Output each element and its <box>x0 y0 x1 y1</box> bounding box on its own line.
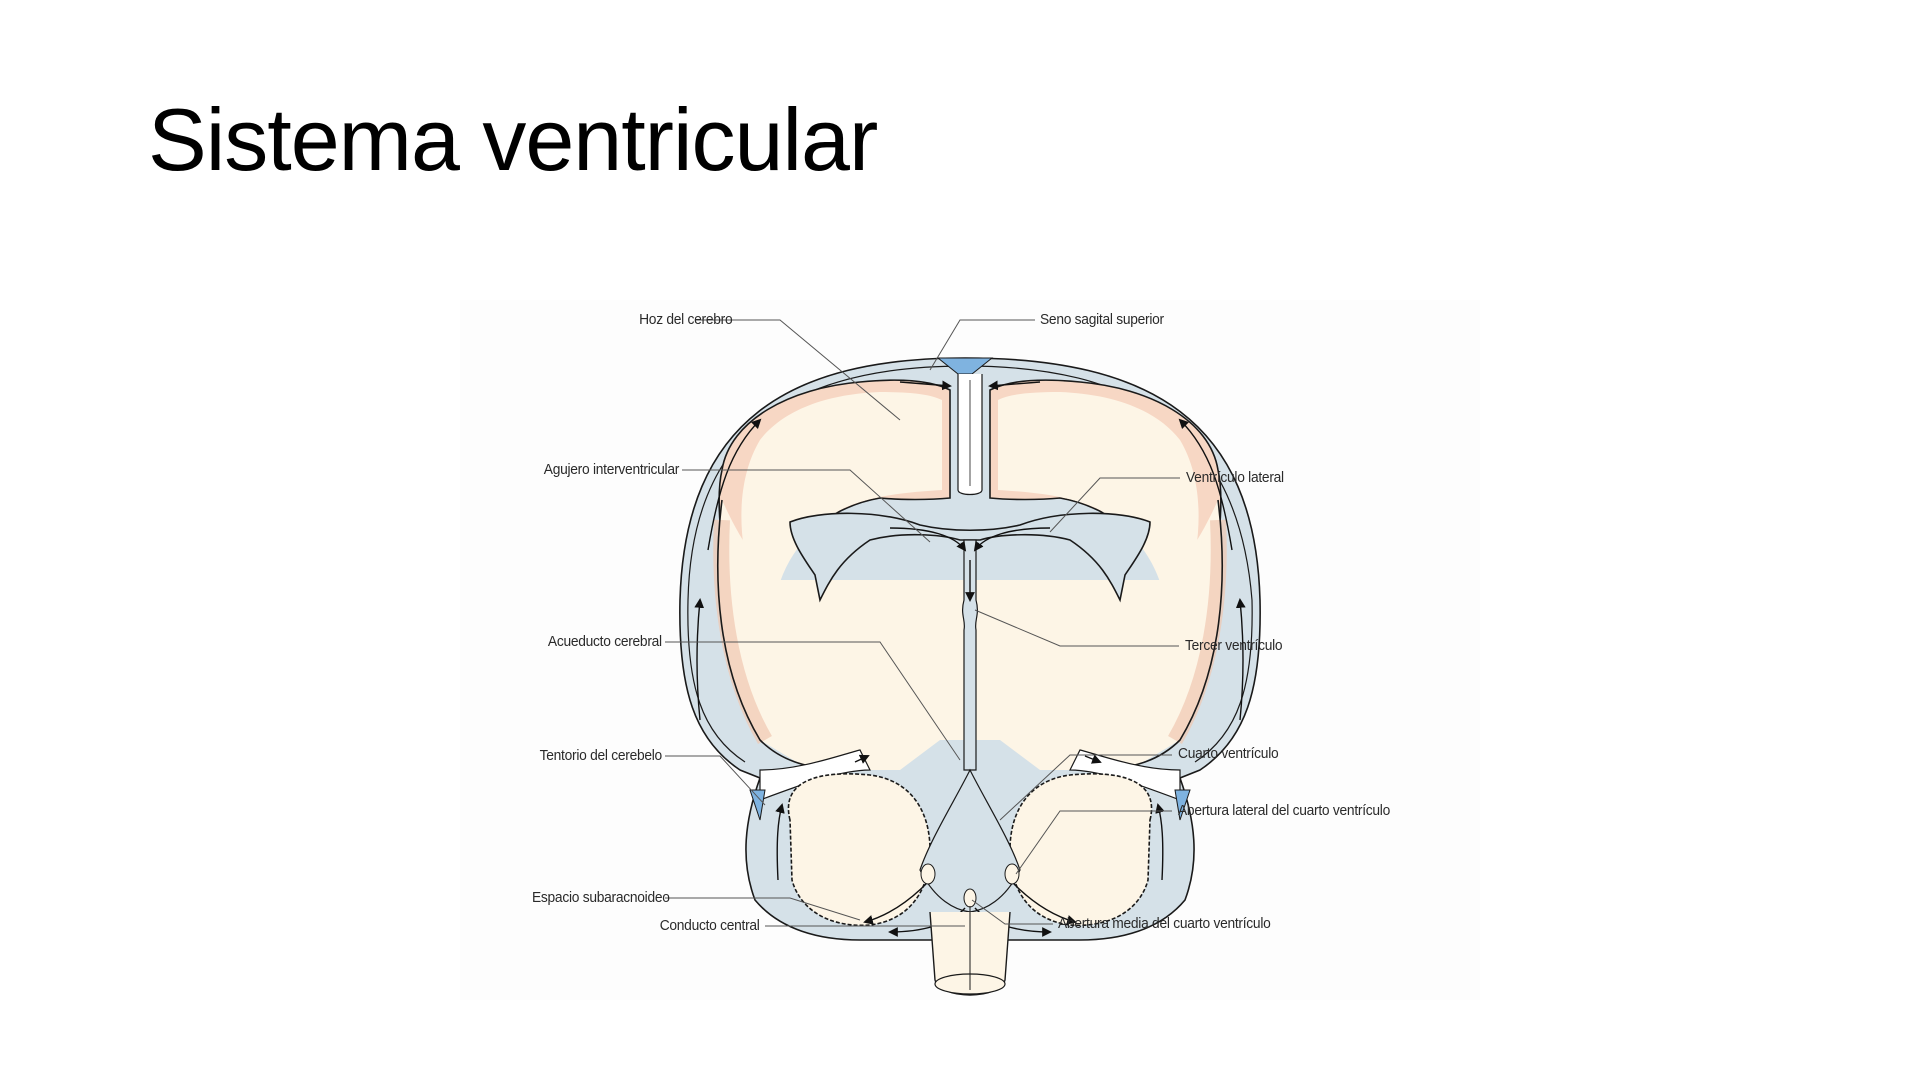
slide-title: Sistema ventricular <box>148 90 878 189</box>
label-conducto-central: Conducto central <box>660 917 760 934</box>
label-seno-sagital-superior: Seno sagital superior <box>1040 311 1164 328</box>
label-tentorio-del-cerebelo: Tentorio del cerebelo <box>539 747 663 764</box>
cerebellum-right <box>1009 773 1153 927</box>
label-ventriculo-lateral: Ventrículo lateral <box>1186 469 1284 486</box>
leader-lines <box>665 319 1180 927</box>
label-agujero-interventricular: Agujero interventricular <box>543 461 680 478</box>
label-hoz-del-cerebro: Hoz del cerebro <box>638 311 733 328</box>
label-tercer-ventriculo: Tercer ventrículo <box>1185 637 1283 654</box>
brain-coronal-section-illustration <box>665 319 1261 996</box>
lateral-ventricle <box>789 512 1151 603</box>
tentorium-cerebelli <box>759 749 871 801</box>
label-abertura-lateral-cuarto-ventriculo: Abertura lateral del cuarto ventrículo <box>1178 802 1390 819</box>
label-abertura-media-cuarto-ventriculo: Abertura media del cuarto ventrículo <box>1058 915 1271 932</box>
cerebellum-left <box>787 773 931 927</box>
label-espacio-subaracnoideo: Espacio subaracnoideo <box>532 889 670 906</box>
label-acueducto-cerebral: Acueducto cerebral <box>548 633 662 650</box>
label-cuarto-ventriculo: Cuarto ventrículo <box>1178 745 1279 762</box>
ventricular-system-diagram: Hoz del cerebro Seno sagital superior Ag… <box>460 300 1480 1000</box>
